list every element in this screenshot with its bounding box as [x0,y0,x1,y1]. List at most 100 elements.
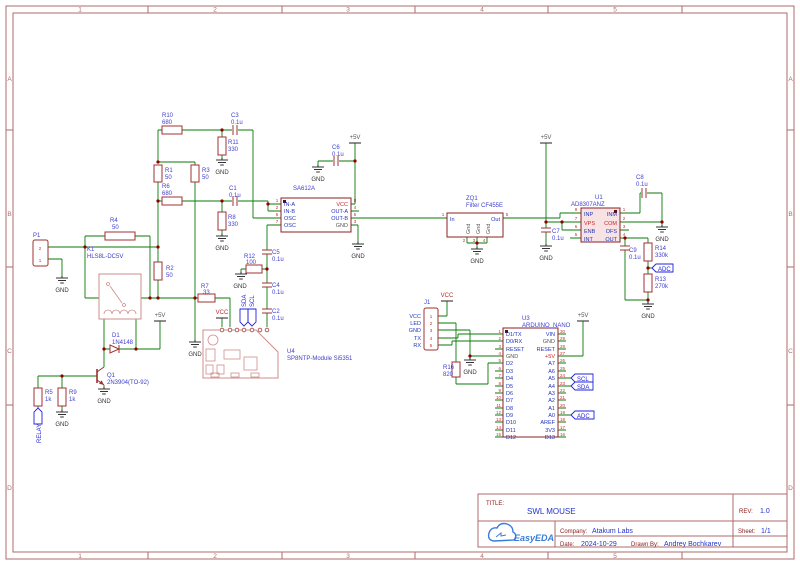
svg-text:0.1u: 0.1u [272,290,284,296]
part-j1-header[interactable]: J1 VCC LED GND TX RX 1 2 3 4 5 [409,300,439,351]
svg-text:26: 26 [560,358,566,363]
part-c2[interactable]: C20.1u [261,308,284,322]
part-d1-diode[interactable]: D1 1N4148 [109,333,134,354]
gnd-symbol: GND [233,271,248,290]
svg-text:R5: R5 [45,390,53,396]
svg-text:4: 4 [354,205,357,210]
svg-text:R10: R10 [162,113,174,119]
part-c5[interactable]: C50.1u [261,249,284,263]
part-k1-relay[interactable]: K1 HLS8L-DC5V [87,247,142,320]
part-u3-arduino-nano[interactable]: U3 ARDUINO_NANO D1/TX D0/RX RESET GND D2… [496,316,571,441]
svg-text:680: 680 [162,120,173,126]
svg-text:50: 50 [165,175,172,181]
part-c7[interactable]: C70.1u [540,227,564,242]
svg-text:1: 1 [442,212,445,217]
svg-text:2: 2 [39,246,42,251]
part-c3[interactable]: C30.1u [231,113,243,136]
svg-text:ZQ1: ZQ1 [466,196,478,202]
part-u1-ad8307[interactable]: U1 AD8307ANZ INP VPS ENB INT INM COM OFS… [571,195,626,243]
svg-text:27: 27 [560,351,566,356]
svg-text:GND: GND [97,399,111,405]
svg-text:3: 3 [473,238,476,243]
part-c9[interactable]: C90.1u [619,245,641,261]
svg-text:GND: GND [543,339,555,345]
part-c6[interactable]: C60.1u [332,145,344,167]
row-label: A [788,76,793,83]
part-c1[interactable]: C10.1u [229,186,241,207]
svg-text:INT: INT [584,237,594,243]
svg-text:20: 20 [560,403,566,408]
part-p1[interactable]: P1 2 1 [32,233,49,267]
svg-text:C8: C8 [636,175,644,181]
row-label: C [7,348,12,355]
svg-text:LED: LED [410,321,421,327]
svg-text:A4: A4 [548,384,555,390]
svg-text:0.1u: 0.1u [552,236,564,242]
net-flags[interactable]: ADC ADC SCL SDA SDA SCL RELAY [33,263,674,443]
svg-text:1: 1 [430,314,433,319]
svg-text:820: 820 [443,372,454,378]
svg-text:VCC: VCC [336,202,348,208]
svg-text:RX: RX [413,343,421,349]
svg-text:6: 6 [498,366,501,371]
part-c8[interactable]: C80.1u [636,175,648,199]
col-label: 2 [213,7,217,14]
svg-text:VIN: VIN [546,332,555,338]
svg-text:18: 18 [560,417,566,422]
svg-text:A7: A7 [548,361,555,367]
svg-text:GND: GND [641,314,655,320]
svg-text:30: 30 [560,329,566,334]
svg-text:D13: D13 [545,435,555,441]
svg-text:8: 8 [575,207,578,212]
svg-text:OFS: OFS [606,229,618,235]
part-zq1-filter[interactable]: ZQ1 Filter CF455E In Out Gnd Gnd Gnd 1 2… [442,196,509,243]
svg-text:D0/RX: D0/RX [506,339,523,345]
date-value: 2024-10-29 [581,541,617,548]
svg-text:50: 50 [166,273,173,279]
svg-text:2: 2 [276,205,279,210]
plus5v-symbol: +5V [348,135,362,144]
svg-text:3V3: 3V3 [545,428,555,434]
col-label: 5 [613,7,617,14]
svg-text:A3: A3 [548,391,555,397]
gnd-symbol: GND [215,157,229,176]
power-symbols[interactable]: GND GND GND GND GND GND GND GND GND GND … [55,135,669,428]
part-q1-transistor[interactable]: Q1 2N3904(TO-92) [96,366,149,386]
svg-text:5: 5 [575,232,578,237]
svg-text:270k: 270k [655,284,669,290]
svg-text:5: 5 [498,358,501,363]
part-u4-si5351-module[interactable]: U4 SP8NTP-Module Si5351 [202,327,353,379]
col-label: 1 [78,553,82,560]
svg-text:3: 3 [623,224,626,229]
svg-text:IN-A: IN-A [284,202,295,208]
svg-text:A2: A2 [548,398,555,404]
svg-text:OUT-B: OUT-B [331,216,348,222]
svg-text:0.1u: 0.1u [229,193,241,199]
col-label: 4 [480,553,484,560]
easyeda-logo-text: EasyEDA [514,533,554,543]
net-flag-scl: SCL [570,373,594,383]
svg-text:C9: C9 [629,248,637,254]
svg-text:C3: C3 [231,113,239,119]
part-c4[interactable]: C40.1u [261,282,284,296]
part-sa612a[interactable]: SA612A IN-A IN-B OSC OSC VCC OUT-A OUT-B… [276,186,357,233]
svg-text:29: 29 [560,336,566,341]
svg-text:A0: A0 [548,413,555,419]
svg-text:D8: D8 [506,406,513,412]
